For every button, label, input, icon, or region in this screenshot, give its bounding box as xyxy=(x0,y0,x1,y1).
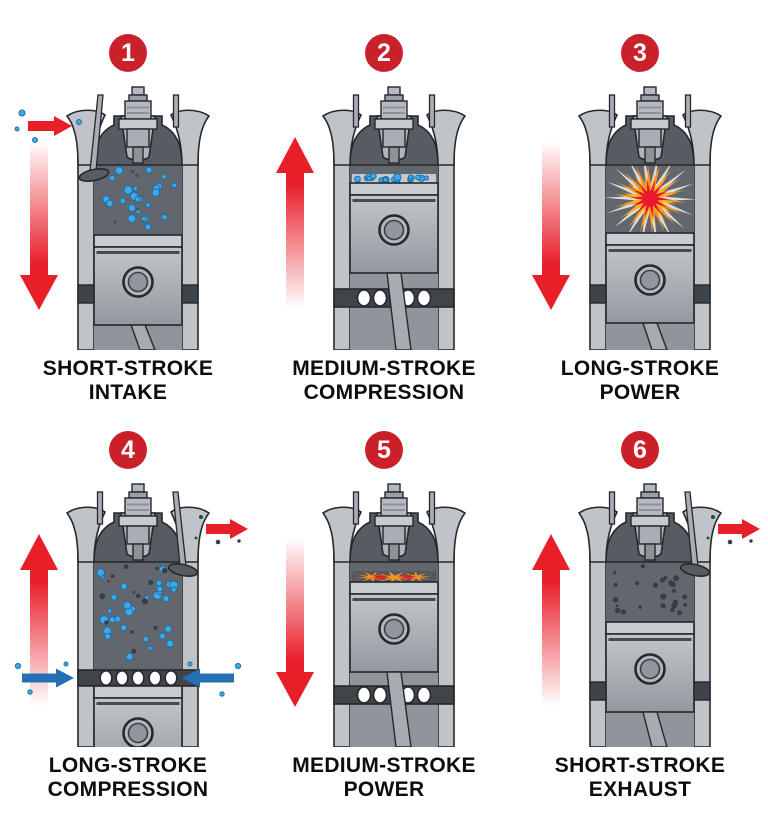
step-number: 4 xyxy=(121,435,135,464)
step-label: LONG-STROKE COMPRESSION xyxy=(48,754,209,802)
step-number: 5 xyxy=(377,435,391,464)
step-label-line1: SHORT-STROKE xyxy=(554,754,726,777)
step-number-badge: 4 xyxy=(109,431,147,469)
step-label-line2: COMPRESSION xyxy=(47,778,209,801)
panel-step-2: 2 MEDIUM-STROKE COMPRESSION xyxy=(256,34,512,405)
piston-diagram-power xyxy=(520,85,760,350)
step-number-badge: 6 xyxy=(621,431,659,469)
step-label-line2: POWER xyxy=(343,778,425,801)
panel-step-5: 5 MEDIUM-STROKE POWER xyxy=(256,431,512,802)
step-number: 3 xyxy=(633,38,647,67)
step-number-badge: 3 xyxy=(621,34,659,72)
panel-step-6: 6 SHORT-STROKE EXHAUST xyxy=(512,431,768,802)
step-number: 1 xyxy=(121,38,135,67)
step-label-line1: MEDIUM-STROKE xyxy=(292,357,476,380)
piston-diagram-exhaust xyxy=(520,482,760,747)
step-number-badge: 2 xyxy=(365,34,403,72)
step-label: LONG-STROKE POWER xyxy=(561,357,719,405)
step-label-line1: LONG-STROKE xyxy=(48,754,208,777)
step-number: 2 xyxy=(377,38,391,67)
piston-diagram-compression xyxy=(264,85,504,350)
panel-step-3: 3 LONG-STROKE POWER xyxy=(512,34,768,405)
step-label-line2: INTAKE xyxy=(88,381,168,404)
step-number-badge: 1 xyxy=(109,34,147,72)
panel-step-1: 1 SHORT-STROKE INTAKE xyxy=(0,34,256,405)
step-label-line2: POWER xyxy=(599,381,681,404)
step-label-line1: MEDIUM-STROKE xyxy=(292,754,476,777)
step-label-line1: LONG-STROKE xyxy=(560,357,720,380)
piston-diagram-intake xyxy=(8,85,248,350)
piston-diagram-second-compression xyxy=(8,482,248,747)
step-label: MEDIUM-STROKE COMPRESSION xyxy=(292,357,476,405)
cycle-row-top: 1 SHORT-STROKE INTAKE 2 MEDIUM-STROKE CO… xyxy=(0,34,768,405)
step-number: 6 xyxy=(633,435,647,464)
step-label-line2: COMPRESSION xyxy=(303,381,465,404)
step-label-line1: SHORT-STROKE xyxy=(42,357,214,380)
panel-step-4: 4 LONG-STROKE COMPRESSION xyxy=(0,431,256,802)
cycle-row-bottom: 4 LONG-STROKE COMPRESSION 5 MEDIUM-STROK… xyxy=(0,431,768,802)
step-label-line2: EXHAUST xyxy=(588,778,692,801)
step-label: MEDIUM-STROKE POWER xyxy=(292,754,476,802)
step-label: SHORT-STROKE INTAKE xyxy=(43,357,213,405)
step-number-badge: 5 xyxy=(365,431,403,469)
step-label: SHORT-STROKE EXHAUST xyxy=(555,754,725,802)
piston-diagram-second-power xyxy=(264,482,504,747)
